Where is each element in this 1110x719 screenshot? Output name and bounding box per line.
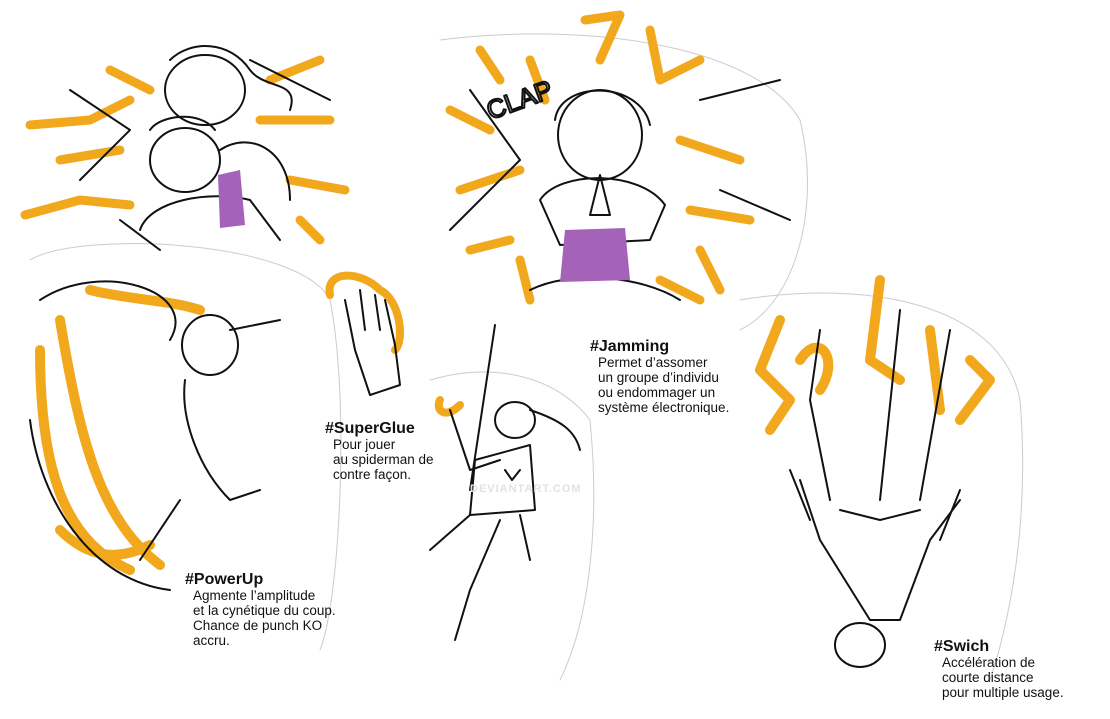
scene-glove: [325, 271, 404, 396]
caption-line: un groupe d’individu: [598, 370, 719, 385]
caption-superglue: #SuperGlue Pour jouer au spiderman de co…: [325, 420, 434, 482]
scene-climber: [429, 324, 581, 641]
caption-line: contre façon.: [333, 467, 412, 482]
caption-powerup: #PowerUp Agmente l’amplitude et la cynét…: [185, 571, 336, 648]
scene-jamming: CLAP: [445, 10, 791, 305]
caption-jamming: #Jamming Permet d’assomer un groupe d’in…: [590, 338, 729, 415]
caption-line: Chance de punch KO: [193, 618, 323, 633]
caption-line: Permet d’assomer: [598, 355, 708, 370]
caption-line: courte distance: [942, 670, 1034, 685]
pencil-background: [29, 33, 1024, 681]
caption-line: et la cynétique du coup.: [193, 603, 336, 618]
caption-line: Pour jouer: [333, 437, 396, 452]
caption-title: #PowerUp: [185, 571, 264, 588]
caption-line: système électronique.: [598, 400, 730, 415]
watermark: DEVIANTART.COM: [470, 483, 582, 495]
scene-swich: [755, 275, 995, 668]
caption-line: au spiderman de: [333, 452, 434, 467]
caption-title: #Jamming: [590, 338, 670, 355]
caption-swich: #Swich Accélération de courte distance p…: [934, 638, 1064, 700]
scene-powerup: [29, 280, 281, 591]
caption-line: pour multiple usage.: [942, 685, 1064, 700]
caption-line: Agmente l’amplitude: [193, 588, 316, 603]
caption-line: Accélération de: [942, 655, 1036, 670]
svg-text:CLAP: CLAP: [482, 74, 556, 125]
caption-line: accru.: [193, 633, 230, 648]
caption-title: #Swich: [934, 638, 990, 655]
caption-line: ou endommager un: [598, 385, 716, 400]
scene-punch: [20, 45, 350, 251]
caption-title: #SuperGlue: [325, 420, 415, 437]
